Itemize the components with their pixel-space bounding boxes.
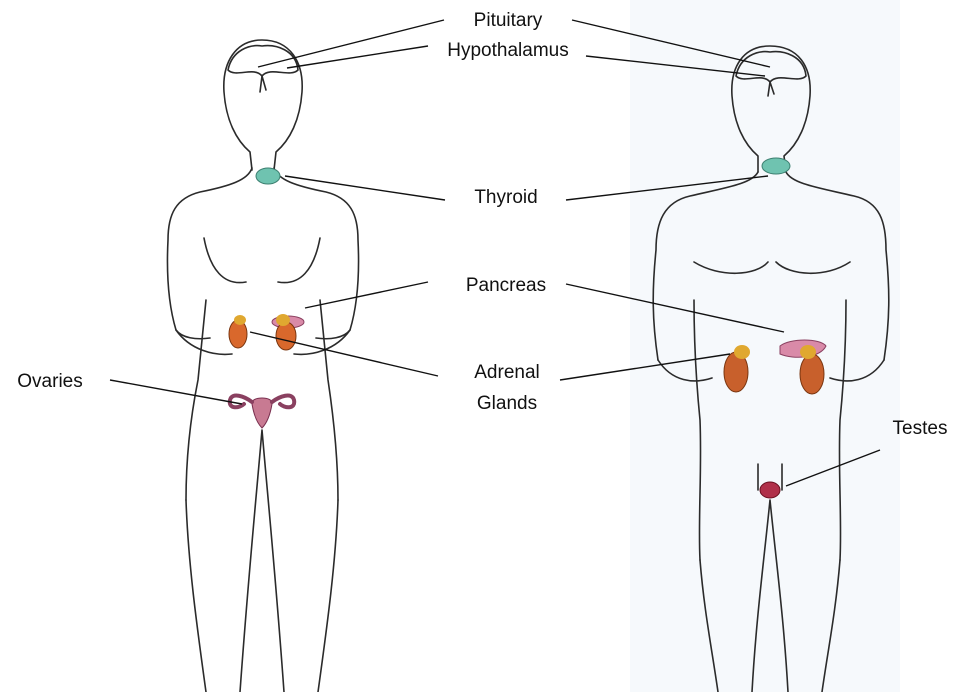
leader-hypothalamus-female bbox=[287, 46, 428, 68]
leader-pancreas-female bbox=[305, 282, 428, 308]
male-thyroid bbox=[762, 158, 790, 174]
leader-adrenal-female bbox=[250, 332, 438, 376]
male-testes bbox=[760, 482, 780, 498]
female-right-arm bbox=[294, 330, 350, 354]
female-left-adrenal bbox=[234, 315, 246, 325]
female-figure bbox=[167, 40, 358, 692]
male-right-kidney bbox=[800, 354, 824, 394]
female-glands bbox=[229, 168, 304, 428]
female-brain bbox=[228, 46, 298, 76]
male-background bbox=[630, 0, 900, 692]
female-chest bbox=[204, 238, 320, 283]
label-hypothalamus: Hypothalamus bbox=[447, 40, 568, 61]
leader-ovaries bbox=[110, 380, 242, 404]
female-thyroid bbox=[256, 168, 280, 184]
label-adrenal-line2: Glands bbox=[477, 393, 537, 414]
label-pancreas: Pancreas bbox=[466, 275, 546, 296]
label-testes: Testes bbox=[893, 418, 948, 439]
female-left-arm bbox=[176, 330, 232, 354]
female-legs bbox=[186, 430, 338, 692]
male-left-adrenal bbox=[734, 345, 750, 359]
female-uterus bbox=[252, 398, 272, 428]
label-adrenal-line1: Adrenal bbox=[474, 362, 540, 383]
leader-pituitary-female bbox=[258, 20, 444, 67]
female-right-adrenal bbox=[276, 314, 290, 326]
female-torso bbox=[167, 168, 358, 339]
male-right-adrenal bbox=[800, 345, 816, 359]
label-thyroid: Thyroid bbox=[474, 187, 537, 208]
female-pituitary-stalk bbox=[260, 76, 266, 92]
label-pituitary: Pituitary bbox=[474, 10, 543, 31]
female-right-kidney bbox=[276, 322, 296, 350]
label-ovaries: Ovaries bbox=[17, 371, 82, 392]
